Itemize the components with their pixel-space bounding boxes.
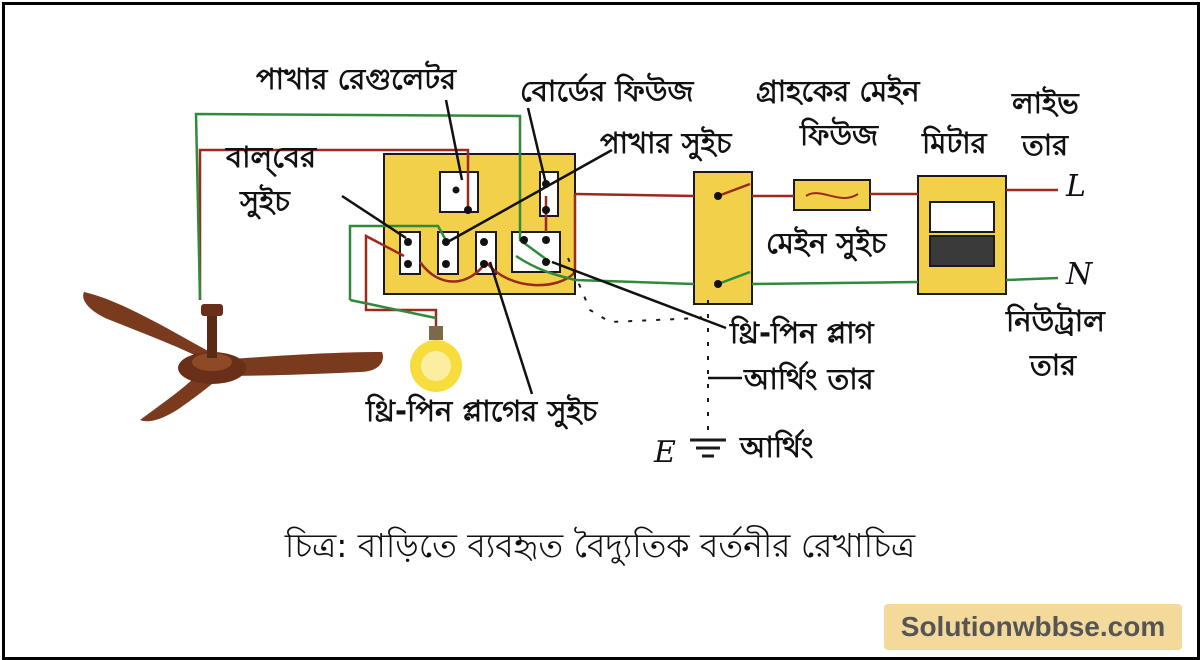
ceiling-fan-icon (83, 292, 384, 422)
label-main-fuse-1: গ্রাহকের মেইন (756, 74, 920, 108)
label-neutral-symbol: N (1066, 257, 1093, 292)
label-board-fuse: বোর্ডের ফিউজ (520, 74, 694, 108)
label-live-wire-1: লাইভ (1012, 86, 1079, 120)
label-live-wire-2: তার (1022, 128, 1069, 162)
terminal-dots (404, 180, 722, 288)
earth-wire (567, 257, 726, 458)
label-main-switch: মেইন সুইচ (766, 226, 887, 260)
label-main-fuse-2: ফিউজ (800, 118, 879, 152)
label-fan-regulator: পাখার রেগুলেটর (256, 62, 457, 96)
figure-caption: চিত্র: বাড়িতে ব্যবহৃত বৈদ্যুতিক বর্তনীর… (284, 526, 916, 565)
label-bulb-switch-1: বাল্‌বের (226, 140, 317, 174)
neutral-wire (194, 112, 1059, 320)
label-bulb-switch-2: সুইচ (240, 184, 290, 218)
bulb-switch (399, 231, 421, 275)
live-wire (198, 148, 1058, 326)
fan-regulator-box (439, 171, 479, 213)
label-live-symbol: L (1066, 169, 1086, 204)
label-plug-switch: থ্রি-পিন প্লাগের সুইচ (366, 394, 598, 428)
watermark: Solutionwbbse.com (884, 604, 1182, 650)
label-earthing-wire: আর্থিং তার (744, 362, 874, 396)
label-earth-symbol: E (654, 435, 676, 470)
label-neutral-wire-2: তার (1030, 348, 1077, 382)
leader-lines (341, 99, 742, 395)
label-three-pin-plug: থ্রি-পিন প্লাগ (730, 316, 874, 350)
label-meter: মিটার (922, 126, 987, 160)
bulb-icon (410, 326, 462, 392)
main-switch-box (693, 171, 753, 305)
label-earthing: আর্থিং (740, 430, 814, 464)
label-fan-switch: পাখার সুইচ (600, 126, 732, 160)
main-fuse-box (793, 179, 871, 211)
label-neutral-wire-1: নিউট্রাল (1006, 304, 1105, 338)
